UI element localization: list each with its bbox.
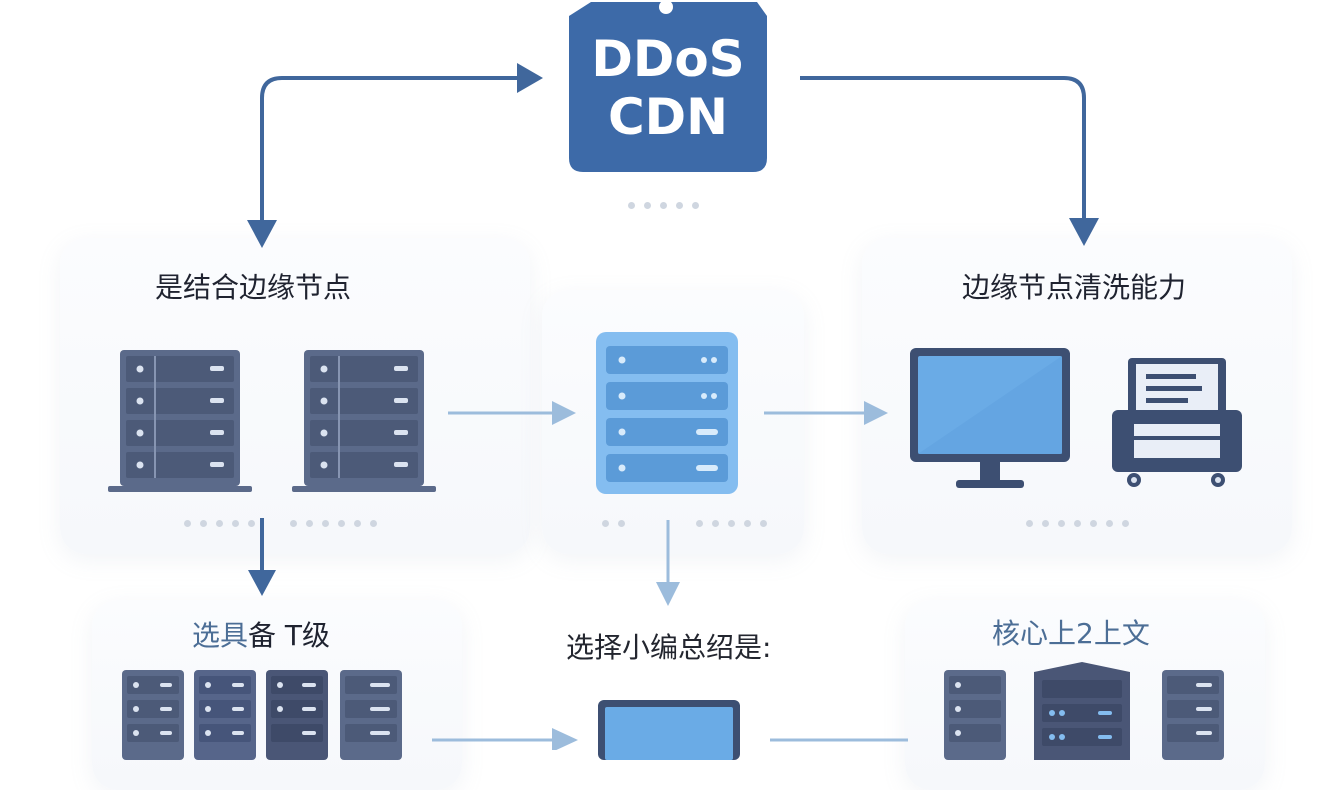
- server-rack-icon: [194, 670, 256, 760]
- server-rack-icon: [340, 670, 402, 760]
- arrow-from-tag: [800, 76, 1086, 222]
- flow-arrows: [247, 63, 1099, 750]
- tag-dots: [628, 202, 699, 209]
- server-rack-icon: [944, 670, 1006, 760]
- arrowhead-down-left: [247, 220, 277, 248]
- label-left-bottom: 选具备 T级: [192, 614, 330, 654]
- arrowhead-left-down: [248, 570, 276, 596]
- label-left-bottom-blue: 选具: [192, 619, 249, 652]
- ddos-cdn-tag-icon: [569, 0, 767, 172]
- monitor-icon: [910, 348, 1070, 488]
- arrowhead-center-to-right: [864, 401, 888, 425]
- right-device-dots: [1026, 520, 1129, 527]
- tag-line-1: DDoS: [591, 30, 745, 88]
- server-rack-icon: [122, 670, 184, 760]
- laptop-icon: [598, 700, 740, 760]
- arrowhead-servers-to-center: [552, 401, 576, 425]
- left-server-dots-2: [290, 520, 377, 527]
- core-server-icon: [1034, 662, 1130, 760]
- label-left-top: 是结合边缘节点: [155, 271, 352, 304]
- label-right-top: 边缘节点清洗能力: [962, 271, 1187, 304]
- left-server-dots-1: [184, 520, 255, 527]
- printer-icon: [1112, 358, 1242, 487]
- center-server-dots-2: [696, 520, 767, 527]
- label-center-bottom: 选择小编总绍是:: [566, 631, 772, 664]
- center-server-dots-1: [602, 520, 625, 527]
- arrowhead-to-tag: [517, 63, 543, 93]
- label-left-bottom-dark: 备 T级: [248, 619, 331, 652]
- server-rack-icon: [266, 670, 328, 760]
- server-rack-icon: [292, 350, 436, 492]
- tag-line-2: CDN: [607, 88, 729, 146]
- server-rack-icon: [1162, 670, 1224, 760]
- ddos-cdn-tag-label: DDoS CDN: [563, 30, 773, 146]
- edge-server-icon: [596, 332, 738, 494]
- arrow-to-tag: [260, 76, 520, 240]
- server-rack-icon: [108, 350, 252, 492]
- arrowhead-bottom-left: [552, 728, 578, 750]
- arrowhead-center-down: [656, 582, 680, 606]
- arrowhead-down-right: [1069, 218, 1099, 246]
- label-right-bottom: 核心上2上文: [992, 617, 1150, 650]
